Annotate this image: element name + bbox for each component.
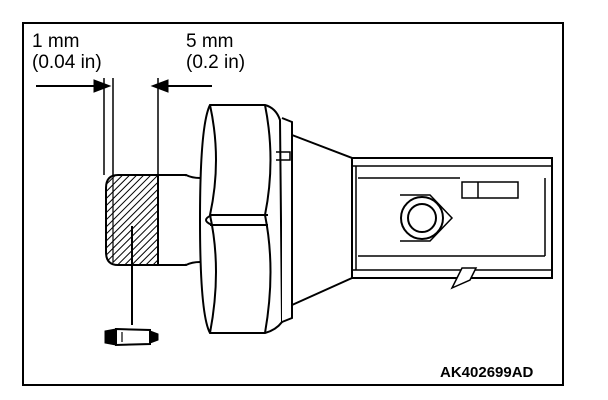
dimension-arrows [36, 79, 212, 93]
right-dimension-metric: 5 mm [186, 31, 234, 52]
extension-lines [103, 78, 159, 175]
flange-body [276, 117, 353, 323]
left-dimension-imperial: (0.04 in) [32, 52, 102, 73]
reference-code: AK402699AD [440, 364, 534, 381]
sealant-tube-icon [104, 327, 159, 347]
left-dimension-metric: 1 mm [32, 31, 80, 52]
right-dimension-imperial: (0.2 in) [186, 52, 246, 73]
neck [157, 174, 207, 266]
threaded-tip [105, 174, 159, 266]
hex-nut [198, 104, 284, 334]
connector-housing [351, 157, 553, 290]
